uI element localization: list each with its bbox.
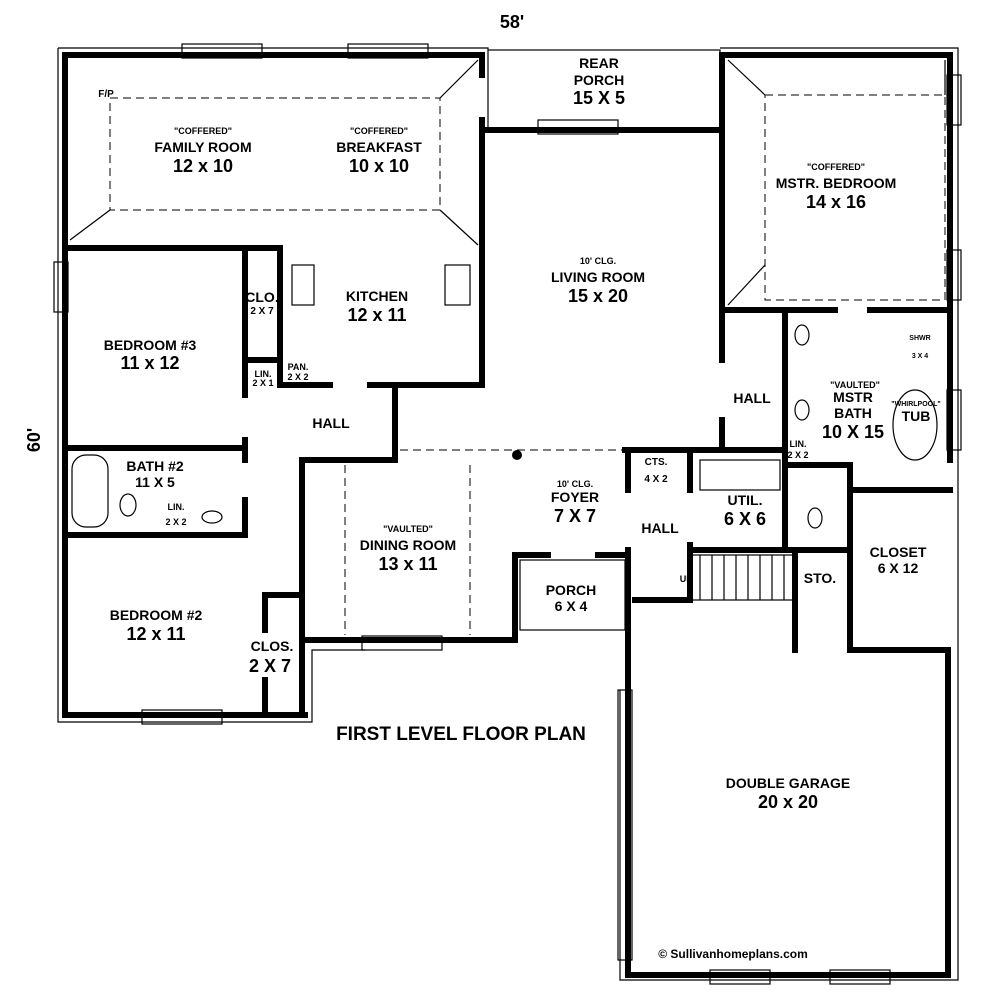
bedroom2-name: BEDROOM #2	[110, 607, 203, 623]
column-icon	[512, 450, 522, 460]
toilet-icon	[119, 493, 137, 517]
washer-dryer-icon	[699, 459, 781, 491]
rear-porch-name-2: PORCH	[574, 72, 625, 88]
living-room-note: 10' CLG.	[580, 256, 616, 266]
master-bath-note: "VAULTED"	[830, 380, 880, 390]
master-bedroom-size: 14 x 16	[806, 192, 866, 212]
whirlpool-name: TUB	[902, 408, 931, 424]
dining-room-size: 13 x 11	[378, 554, 437, 574]
pantry-name: PAN.	[288, 362, 309, 372]
bathtub-icon	[71, 454, 109, 528]
shower-size: 3 X 4	[912, 353, 928, 360]
closet-master-name: CLOSET	[870, 544, 927, 560]
whirlpool-note: "WHIRLPOOL"	[891, 401, 940, 408]
garage-name: DOUBLE GARAGE	[726, 775, 850, 791]
family-room-note: "COFFERED"	[174, 126, 232, 136]
bedroom3-name: BEDROOM #3	[104, 337, 197, 353]
kitchen-size: 12 x 11	[347, 305, 406, 325]
cts-name: CTS.	[645, 457, 668, 468]
master-bath-size: 10 X 15	[822, 422, 884, 442]
closet-bed2-name: CLOS.	[251, 638, 294, 654]
walls	[62, 52, 953, 978]
breakfast-name: BREAKFAST	[336, 139, 422, 155]
master-bath-name: MSTR	[833, 389, 873, 405]
bath2-size: 11 X 5	[135, 474, 175, 490]
utility-name: UTIL.	[728, 492, 763, 508]
sink-icon	[201, 510, 223, 524]
ceiling-lines	[69, 59, 946, 635]
master-bath-name-2: BATH	[834, 405, 872, 421]
hall-foyer-name: HALL	[641, 520, 679, 536]
width-dimension: 58'	[500, 12, 524, 32]
stairs-up-label: UP	[680, 574, 693, 584]
linen2-name: LIN.	[168, 502, 185, 512]
family-room-size: 12 x 10	[173, 156, 233, 176]
utility-size: 6 X 6	[724, 509, 766, 529]
bedroom3-size: 11 x 12	[120, 353, 179, 373]
stairs	[689, 554, 796, 601]
hall-right-name: HALL	[733, 390, 771, 406]
copyright-label: © Sullivanhomeplans.com	[658, 947, 808, 961]
linen-master-name: LIN.	[790, 439, 807, 449]
depth-dimension: 60'	[24, 428, 44, 452]
master-bedroom-note: "COFFERED"	[807, 162, 865, 172]
kitchen-sink-icon	[291, 264, 315, 306]
breakfast-note: "COFFERED"	[350, 126, 408, 136]
shower-name: SHWR	[909, 335, 930, 342]
exterior-outline	[57, 47, 959, 981]
family-room-name: FAMILY ROOM	[154, 139, 251, 155]
hall-left-name: HALL	[312, 415, 350, 431]
plan-title: FIRST LEVEL FLOOR PLAN	[336, 724, 586, 745]
bedroom2-size: 12 x 11	[126, 624, 185, 644]
garage-size: 20 x 20	[758, 792, 818, 812]
fireplace-label: F/P	[98, 89, 114, 100]
dining-room-note: "VAULTED"	[383, 524, 433, 534]
rear-porch-name: REAR	[579, 55, 619, 71]
linen1-size: 2 X 1	[252, 378, 273, 388]
closet-master-size: 6 X 12	[878, 560, 919, 576]
living-room-name: LIVING ROOM	[551, 269, 645, 285]
labels: 58' 60' F/P "COFFERED" FAMILY ROOM 12 x …	[24, 12, 941, 961]
pantry-size: 2 X 2	[287, 372, 308, 382]
sink-icon	[794, 399, 810, 421]
living-room-size: 15 x 20	[568, 286, 628, 306]
storage-name: STO.	[804, 570, 836, 586]
breakfast-size: 10 x 10	[349, 156, 409, 176]
master-bedroom-name: MSTR. BEDROOM	[776, 175, 897, 191]
toilet-icon	[807, 507, 823, 529]
cts-size: 4 X 2	[644, 474, 668, 485]
porch-size: 6 X 4	[555, 598, 588, 614]
closet-bed3-name: CLO.	[245, 289, 278, 305]
fixtures	[71, 264, 938, 529]
rear-porch-size: 15 X 5	[573, 88, 625, 108]
stove-icon	[444, 264, 471, 306]
closet-bed2-size: 2 X 7	[249, 656, 291, 676]
dining-room-name: DINING ROOM	[360, 537, 456, 553]
bath2-name: BATH #2	[126, 458, 184, 474]
linen1-name: LIN.	[255, 369, 272, 379]
linen-master-size: 2 X 2	[787, 450, 808, 460]
foyer-size: 7 X 7	[554, 506, 596, 526]
whirlpool-tub-icon	[892, 389, 938, 461]
sink-icon	[794, 324, 810, 346]
foyer-note: 10' CLG.	[557, 479, 593, 489]
foyer-name: FOYER	[551, 489, 599, 505]
porch-name: PORCH	[546, 582, 597, 598]
kitchen-name: KITCHEN	[346, 288, 408, 304]
linen2-size: 2 X 2	[165, 517, 186, 527]
closet-bed3-size: 2 X 7	[250, 306, 274, 317]
